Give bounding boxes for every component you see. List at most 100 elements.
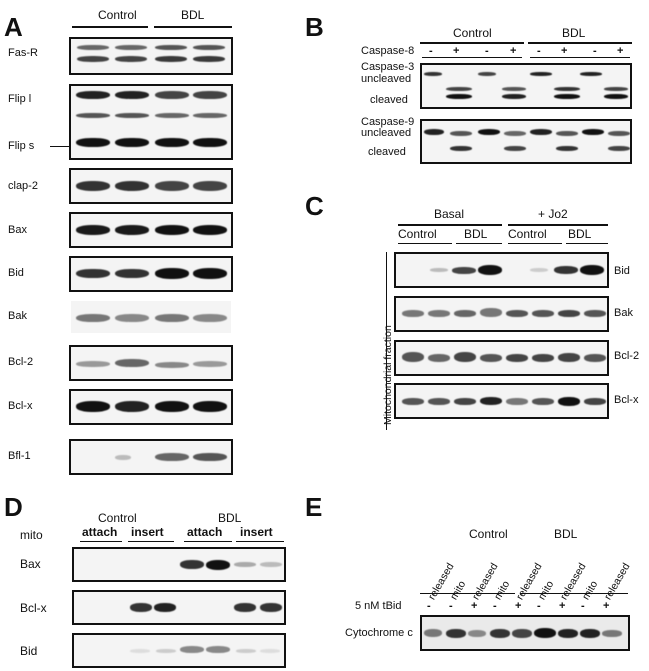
panel-b-letter: B — [305, 12, 324, 42]
panel-c-group-4-bar — [566, 243, 608, 244]
panel-e-letter: E — [305, 492, 323, 522]
panel-c-group-1-bar — [398, 243, 452, 244]
panel-b-sign-8: + — [617, 45, 624, 57]
panel-b-blot-caspase-3 — [420, 63, 632, 109]
panel-d-sub-attach-1: attach — [82, 525, 118, 539]
panel-b-casp3-uncleaved: uncleaved — [361, 73, 412, 85]
panel-e-sign-1: - — [427, 600, 431, 612]
panel-d-bar-2 — [128, 541, 174, 542]
panel-a-label-bcl-2: Bcl-2 — [8, 356, 34, 368]
panel-d-sub-insert-2: insert — [240, 525, 273, 539]
panel-c-label-bcl-x: Bcl-x — [614, 394, 639, 406]
panel-e-sign-8: - — [581, 600, 585, 612]
panel-c-label-bid: Bid — [614, 265, 630, 277]
panel-a-bdl-bar — [154, 26, 232, 28]
panel-e-blot-cytochrome-c — [420, 615, 630, 651]
panel-a-blot-bcl-2 — [69, 345, 233, 381]
panel-c-group-4: BDL — [568, 227, 592, 241]
panel-c-blot-bcl-2 — [394, 340, 609, 376]
panel-c-blot-bid — [394, 252, 609, 288]
panel-b-sign-underline-bdl — [530, 57, 630, 58]
panel-a-blot-bax — [69, 212, 233, 248]
panel-d-blot-bax — [72, 547, 286, 582]
panel-d-group-control: Control — [98, 511, 137, 525]
panel-d-label-bid: Bid — [20, 644, 38, 658]
panel-a-blot-bid — [69, 256, 233, 292]
panel-e-treatment-label: 5 nM tBid — [355, 600, 402, 612]
panel-c-group-2: BDL — [464, 227, 488, 241]
panel-c-label-bak: Bak — [614, 307, 633, 319]
panel-d-blot-bcl-x — [72, 590, 286, 625]
panel-c-side-line — [386, 252, 387, 430]
panel-e-lane-8: mito — [580, 578, 601, 602]
panel-b-sign-2: + — [453, 45, 460, 57]
panel-a-flip-s-pointer — [50, 146, 70, 147]
panel-e-sign-3: + — [471, 600, 478, 612]
panel-b-control-bar — [420, 42, 524, 44]
panel-d-label-bcl-x: Bcl-x — [20, 601, 47, 615]
panel-a-group-bdl: BDL — [181, 8, 205, 22]
panel-e-group-bdl: BDL — [554, 527, 578, 541]
panel-e-lane-2: mito — [448, 578, 469, 602]
panel-a-label-bak: Bak — [8, 310, 27, 322]
panel-b-sign-6: + — [561, 45, 568, 57]
panel-e-sign-4: - — [493, 600, 497, 612]
panel-a-label-bcl-x: Bcl-x — [8, 400, 33, 412]
panel-e-lane-4: mito — [492, 578, 513, 602]
panel-b-casp9-uncleaved: uncleaved — [361, 127, 412, 139]
panel-a-label-bax: Bax — [8, 224, 27, 236]
panel-c-blot-bcl-x — [394, 383, 609, 419]
panel-a-blot-bcl-x — [69, 389, 233, 425]
panel-b-sign-underline-control — [422, 57, 522, 58]
panel-b-casp3-title: Caspase-3 — [361, 61, 415, 73]
panel-e-sign-2: - — [449, 600, 453, 612]
panel-c-basal-bar — [398, 224, 502, 226]
panel-a-label-flip-s: Flip s — [8, 140, 35, 152]
panel-a-blot-fas-r — [69, 37, 233, 75]
panel-e-row-label: Cytochrome c — [345, 627, 413, 639]
panel-e-sign-9: + — [603, 600, 610, 612]
panel-e-group-control: Control — [469, 527, 508, 541]
panel-e-sign-5: + — [515, 600, 522, 612]
panel-c-condition-jo2: + Jo2 — [538, 207, 568, 221]
panel-b-sign-3: - — [485, 45, 489, 57]
panel-a-group-control: Control — [98, 8, 137, 22]
panel-c-jo2-bar — [508, 224, 608, 226]
panel-d-sub-attach-2: attach — [187, 525, 223, 539]
panel-c-group-1: Control — [398, 227, 437, 241]
panel-c-group-3-bar — [508, 243, 562, 244]
panel-a-control-bar — [72, 26, 148, 28]
panel-e-control-bar — [420, 593, 515, 594]
panel-a-blot-flip — [69, 84, 233, 160]
panel-d-blot-bid — [72, 633, 286, 668]
panel-c-side-label: Mitochondrial fraction — [382, 325, 394, 425]
panel-e-sign-7: + — [559, 600, 566, 612]
panel-c-group-2-bar — [456, 243, 502, 244]
panel-b-group-control: Control — [453, 26, 492, 40]
panel-d-letter: D — [4, 492, 23, 522]
panel-b-group-bdl: BDL — [562, 26, 586, 40]
panel-b-sign-7: - — [593, 45, 597, 57]
panel-a-label-flip-l: Flip l — [8, 93, 32, 105]
panel-a-label-bid: Bid — [8, 267, 24, 279]
panel-e-lane-6: mito — [536, 578, 557, 602]
panel-d-group-bdl: BDL — [218, 511, 242, 525]
panel-c-group-3: Control — [508, 227, 547, 241]
panel-b-bdl-bar — [528, 42, 632, 44]
panel-b-sign-5: - — [537, 45, 541, 57]
panel-c-label-bcl-2: Bcl-2 — [614, 350, 640, 362]
panel-a-blot-bfl-1 — [69, 439, 233, 475]
panel-b-blot-caspase-9 — [420, 119, 632, 164]
panel-e-bdl-bar — [520, 593, 628, 594]
panel-d-bar-4 — [236, 541, 284, 542]
panel-a-blot-clap-2 — [69, 168, 233, 204]
panel-c-blot-bak — [394, 296, 609, 332]
panel-b-sign-4: + — [510, 45, 517, 57]
panel-a-blot-bak — [69, 299, 233, 335]
panel-d-row-header: mito — [20, 528, 43, 542]
panel-d-sub-insert-1: insert — [131, 525, 164, 539]
panel-b-casp3-cleaved: cleaved — [370, 94, 408, 106]
panel-c-condition-basal: Basal — [434, 207, 465, 221]
panel-b-treatment-label: Caspase-8 — [361, 45, 415, 57]
panel-d-bar-3 — [184, 541, 232, 542]
